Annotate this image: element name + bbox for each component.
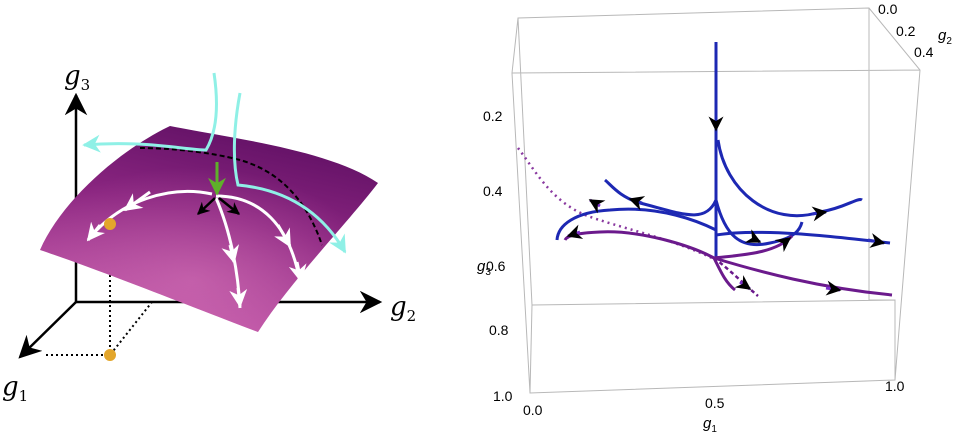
g3-tick-2: 0.6 [486, 258, 506, 274]
g1-axis-line [18, 301, 77, 359]
g3-axis-label: g3 [64, 61, 90, 94]
eigen-arrow-right [218, 197, 240, 215]
g3-tick-3: 0.8 [489, 322, 509, 338]
eigen-arrow-left [197, 197, 216, 215]
left-schematic: g3 g2 g1 [2, 61, 416, 405]
g1-tick-2: 1.0 [885, 378, 905, 394]
right-3d-plot: 0.2 0.4 0.6 0.8 1.0 0.0 0.5 1.0 0.0 0.2 … [477, 1, 952, 435]
right-g1-label: g1 [703, 415, 717, 435]
cyan-flow-right [232, 92, 347, 254]
purple-flow-down [712, 257, 736, 292]
blue-flow-left-2 [555, 207, 717, 241]
g1-axis-label: g1 [2, 372, 28, 405]
g3-tick-4: 1.0 [493, 388, 513, 404]
g1-tick-0: 0.0 [523, 402, 543, 418]
fixed-point-projection [104, 349, 116, 361]
fixed-point-surface [104, 218, 116, 230]
right-g3-label: g3 [477, 258, 491, 278]
g2-tick-0: 0.0 [878, 1, 898, 17]
blue-flow-lower [714, 199, 804, 247]
g3-tick-0: 0.2 [483, 108, 503, 124]
g1-tick-1: 0.5 [705, 395, 725, 411]
purple-dotted-curve [517, 147, 713, 260]
purple-flow-left [563, 230, 715, 260]
g2-tick-1: 0.2 [896, 23, 916, 39]
blue-flow-right-1 [716, 139, 863, 218]
g2-tick-2: 0.4 [914, 44, 934, 60]
right-g2-label: g2 [938, 27, 952, 47]
cyan-flow-left [82, 72, 218, 153]
g3-tick-1: 0.4 [483, 183, 503, 199]
purple-flow-right [713, 256, 893, 297]
g2-axis-label: g2 [390, 292, 416, 325]
